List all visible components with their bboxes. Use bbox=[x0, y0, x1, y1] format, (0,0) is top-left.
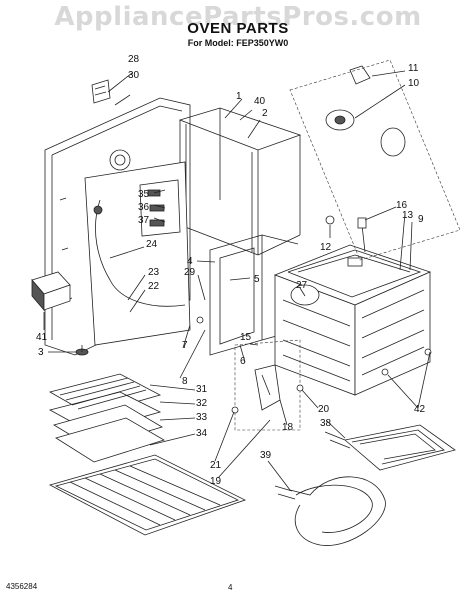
callout-42: 42 bbox=[414, 404, 426, 415]
broil-element bbox=[287, 217, 422, 298]
callout-40: 40 bbox=[254, 96, 266, 107]
back-bracket bbox=[91, 79, 111, 104]
callout-11: 11 bbox=[408, 63, 419, 74]
callout-21: 21 bbox=[210, 460, 222, 471]
callout-15: 15 bbox=[240, 332, 252, 343]
callout-37: 37 bbox=[138, 215, 150, 226]
callout-35: 35 bbox=[138, 189, 150, 200]
callout-41: 41 bbox=[36, 332, 48, 343]
callout-29: 29 bbox=[184, 267, 196, 278]
oven-cavity bbox=[273, 244, 432, 396]
callout-27: 27 bbox=[296, 280, 308, 291]
callout-23: 23 bbox=[148, 267, 160, 278]
callout-19: 19 bbox=[210, 476, 222, 487]
callout-12: 12 bbox=[320, 242, 332, 253]
broil-pan-rack bbox=[48, 373, 165, 463]
callout-30: 30 bbox=[128, 70, 140, 81]
light-assembly bbox=[289, 59, 461, 261]
document-number: 4356284 bbox=[6, 582, 38, 591]
callout-16: 16 bbox=[396, 200, 408, 211]
callout-6: 6 bbox=[240, 356, 246, 367]
diagram-title: OVEN PARTS bbox=[187, 20, 289, 37]
bake-element-39 bbox=[274, 476, 386, 546]
callout-39: 39 bbox=[260, 450, 272, 461]
callout-38: 38 bbox=[320, 418, 332, 429]
leader-lines bbox=[43, 70, 431, 491]
callout-1: 1 bbox=[236, 91, 242, 102]
callout-13: 13 bbox=[402, 210, 414, 221]
callout-2: 2 bbox=[262, 108, 268, 119]
small-parts bbox=[196, 215, 432, 414]
callout-9: 9 bbox=[418, 214, 424, 225]
callout-33: 33 bbox=[196, 412, 208, 423]
callout-36: 36 bbox=[138, 202, 150, 213]
watermark: AppliancePartsPros.com bbox=[54, 2, 422, 32]
callout-32: 32 bbox=[196, 398, 208, 409]
callout-34: 34 bbox=[196, 428, 208, 439]
callout-31: 31 bbox=[196, 384, 208, 395]
bake-element-38 bbox=[324, 424, 456, 471]
model-line: For Model: FEP350YW0 bbox=[187, 38, 289, 48]
callout-5: 5 bbox=[254, 274, 260, 285]
callout-24: 24 bbox=[146, 239, 158, 250]
callout-4: 4 bbox=[187, 256, 193, 267]
callout-8: 8 bbox=[182, 376, 188, 387]
callout-28: 28 bbox=[128, 54, 140, 65]
callout-18: 18 bbox=[282, 422, 294, 433]
callout-3: 3 bbox=[38, 347, 44, 358]
callout-10: 10 bbox=[408, 78, 420, 89]
callout-7: 7 bbox=[182, 340, 188, 351]
callout-20: 20 bbox=[318, 404, 330, 415]
control-box-41 bbox=[31, 271, 71, 312]
callout-22: 22 bbox=[148, 281, 160, 292]
oven-rack bbox=[48, 454, 247, 536]
oven-frame bbox=[178, 107, 302, 256]
page-number: 4 bbox=[228, 583, 233, 592]
